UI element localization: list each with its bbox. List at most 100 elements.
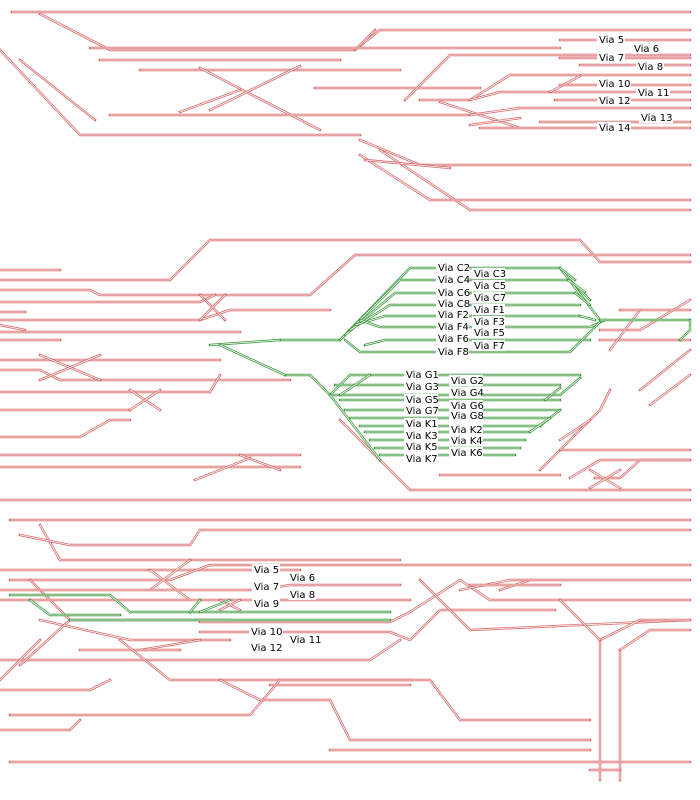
track-segment — [0, 718, 82, 732]
station-north-labels: Via 5 Via 6 Via 7 Via 8 Via 10 Via 11 Vi… — [597, 34, 673, 134]
routed-track-segment — [28, 598, 122, 617]
routed-track-segment — [8, 593, 392, 614]
track-label[interactable]: Via K5 — [404, 441, 438, 453]
svg-text:Via G1: Via G1 — [406, 370, 439, 381]
svg-text:Via F7: Via F7 — [474, 341, 505, 352]
track-label[interactable]: Via F2 — [436, 309, 469, 321]
track-label[interactable]: Via G1 — [404, 369, 439, 381]
track-label[interactable]: Via K1 — [404, 418, 438, 430]
track-label[interactable]: Via G5 — [404, 394, 439, 406]
track-segment-inner — [339, 419, 690, 491]
track-segment-inner — [149, 569, 191, 601]
routed-track-segment-inner — [280, 267, 601, 341]
track-label[interactable]: Via 11 — [288, 634, 322, 646]
svg-text:Via 6: Via 6 — [634, 44, 659, 55]
svg-text:Via 8: Via 8 — [638, 62, 663, 73]
routed-track-segment-inner — [567, 279, 586, 293]
track-label[interactable]: Via C7 — [472, 292, 506, 304]
track-label[interactable]: Via 10 — [249, 626, 283, 638]
svg-text:Via K7: Via K7 — [406, 454, 438, 465]
track-segment-inner — [200, 609, 555, 641]
routed-track-segment-inner — [544, 387, 561, 401]
svg-text:Via G8: Via G8 — [451, 411, 484, 422]
routed-track-segment-inner — [10, 594, 390, 613]
track-label[interactable]: Via C2 — [436, 262, 470, 274]
track-segment-inner — [439, 101, 521, 129]
track-segment-inner — [10, 679, 590, 721]
track-label[interactable]: Via C8 — [436, 298, 470, 310]
track-segment — [0, 253, 692, 297]
track-segment-inner — [569, 459, 690, 479]
track-label[interactable]: Via 11 — [636, 87, 670, 99]
routed-track-segment-inner — [219, 344, 286, 376]
track-segment-inner — [589, 469, 621, 489]
track-label[interactable]: Via 10 — [597, 78, 631, 90]
track-label[interactable]: Via 7 — [252, 581, 280, 593]
track-label[interactable]: Via 14 — [597, 122, 631, 134]
track-label[interactable]: Via C5 — [472, 280, 506, 292]
track-label[interactable]: Via 12 — [249, 642, 283, 654]
svg-text:Via C7: Via C7 — [474, 293, 506, 304]
track-label[interactable]: Via 12 — [597, 95, 631, 107]
track-label[interactable]: Via F4 — [436, 321, 469, 333]
track-segment — [0, 418, 132, 439]
svg-text:Via C8: Via C8 — [438, 299, 470, 310]
track-segment-inner — [559, 389, 611, 451]
track-label[interactable]: Via K7 — [404, 453, 438, 465]
track-label[interactable]: Via F8 — [436, 346, 469, 358]
track-segment-inner — [0, 49, 360, 136]
svg-text:Via F8: Via F8 — [438, 347, 469, 358]
track-label[interactable]: Via G4 — [449, 387, 484, 399]
svg-text:Via 12: Via 12 — [599, 96, 630, 107]
track-label[interactable]: Via 5 — [252, 564, 280, 576]
track-segment — [0, 583, 402, 592]
track-label[interactable]: Via K2 — [449, 424, 483, 436]
routed-track-segment-inner — [209, 339, 281, 346]
track-label[interactable]: Via K6 — [449, 447, 483, 459]
svg-text:Via 11: Via 11 — [638, 88, 669, 99]
track-label[interactable]: Via C4 — [436, 274, 470, 286]
track-segment-inner — [0, 294, 216, 303]
track-label[interactable]: Via 6 — [288, 572, 316, 584]
track-label[interactable]: Via 13 — [639, 112, 673, 124]
track-label[interactable]: Via G3 — [404, 381, 439, 393]
svg-text:Via F1: Via F1 — [474, 305, 505, 316]
track-label[interactable]: Via F5 — [472, 327, 505, 339]
routed-track-segment-inner — [679, 320, 691, 341]
track-label[interactable]: Via 8 — [288, 589, 316, 601]
track-label[interactable]: Via G8 — [449, 410, 484, 422]
track-label[interactable]: Via 9 — [252, 598, 280, 610]
track-label[interactable]: Via G6 — [449, 400, 484, 412]
track-label[interactable]: Via G2 — [449, 375, 484, 387]
track-label[interactable]: Via 5 — [597, 34, 625, 46]
svg-text:Via C2: Via C2 — [438, 263, 470, 274]
track-label[interactable]: Via F6 — [436, 333, 469, 345]
track-label[interactable]: Via 7 — [597, 52, 625, 64]
track-segment-inner — [0, 639, 401, 661]
svg-text:Via K5: Via K5 — [406, 442, 438, 453]
track-label[interactable]: Via F1 — [472, 304, 505, 316]
track-segment-inner — [0, 679, 111, 691]
track-segment-inner — [599, 619, 690, 641]
track-segment-inner — [0, 239, 690, 281]
track-label[interactable]: Via C6 — [436, 287, 470, 299]
svg-text:Via 6: Via 6 — [290, 573, 315, 584]
track-segment-inner — [39, 354, 101, 381]
track-label[interactable]: Via K4 — [449, 435, 483, 447]
track-label[interactable]: Via G7 — [404, 405, 439, 417]
track-segment-inner — [0, 639, 41, 681]
track-label[interactable]: Via 6 — [632, 43, 660, 55]
svg-text:Via 10: Via 10 — [251, 627, 282, 638]
track-segment-inner — [559, 599, 601, 641]
routed-track-segment-inner — [364, 339, 590, 346]
track-segment — [18, 528, 692, 547]
track-label[interactable]: Via 8 — [636, 61, 664, 73]
track-label[interactable]: Via K3 — [404, 430, 438, 442]
track-label[interactable]: Via C3 — [472, 268, 506, 280]
track-label[interactable]: Via F7 — [472, 340, 505, 352]
track-label[interactable]: Via F3 — [472, 316, 505, 328]
track-segment-inner — [194, 457, 251, 481]
free-track-network — [0, 10, 692, 782]
track-segment-inner — [10, 564, 690, 581]
track-segment-inner — [354, 29, 376, 51]
